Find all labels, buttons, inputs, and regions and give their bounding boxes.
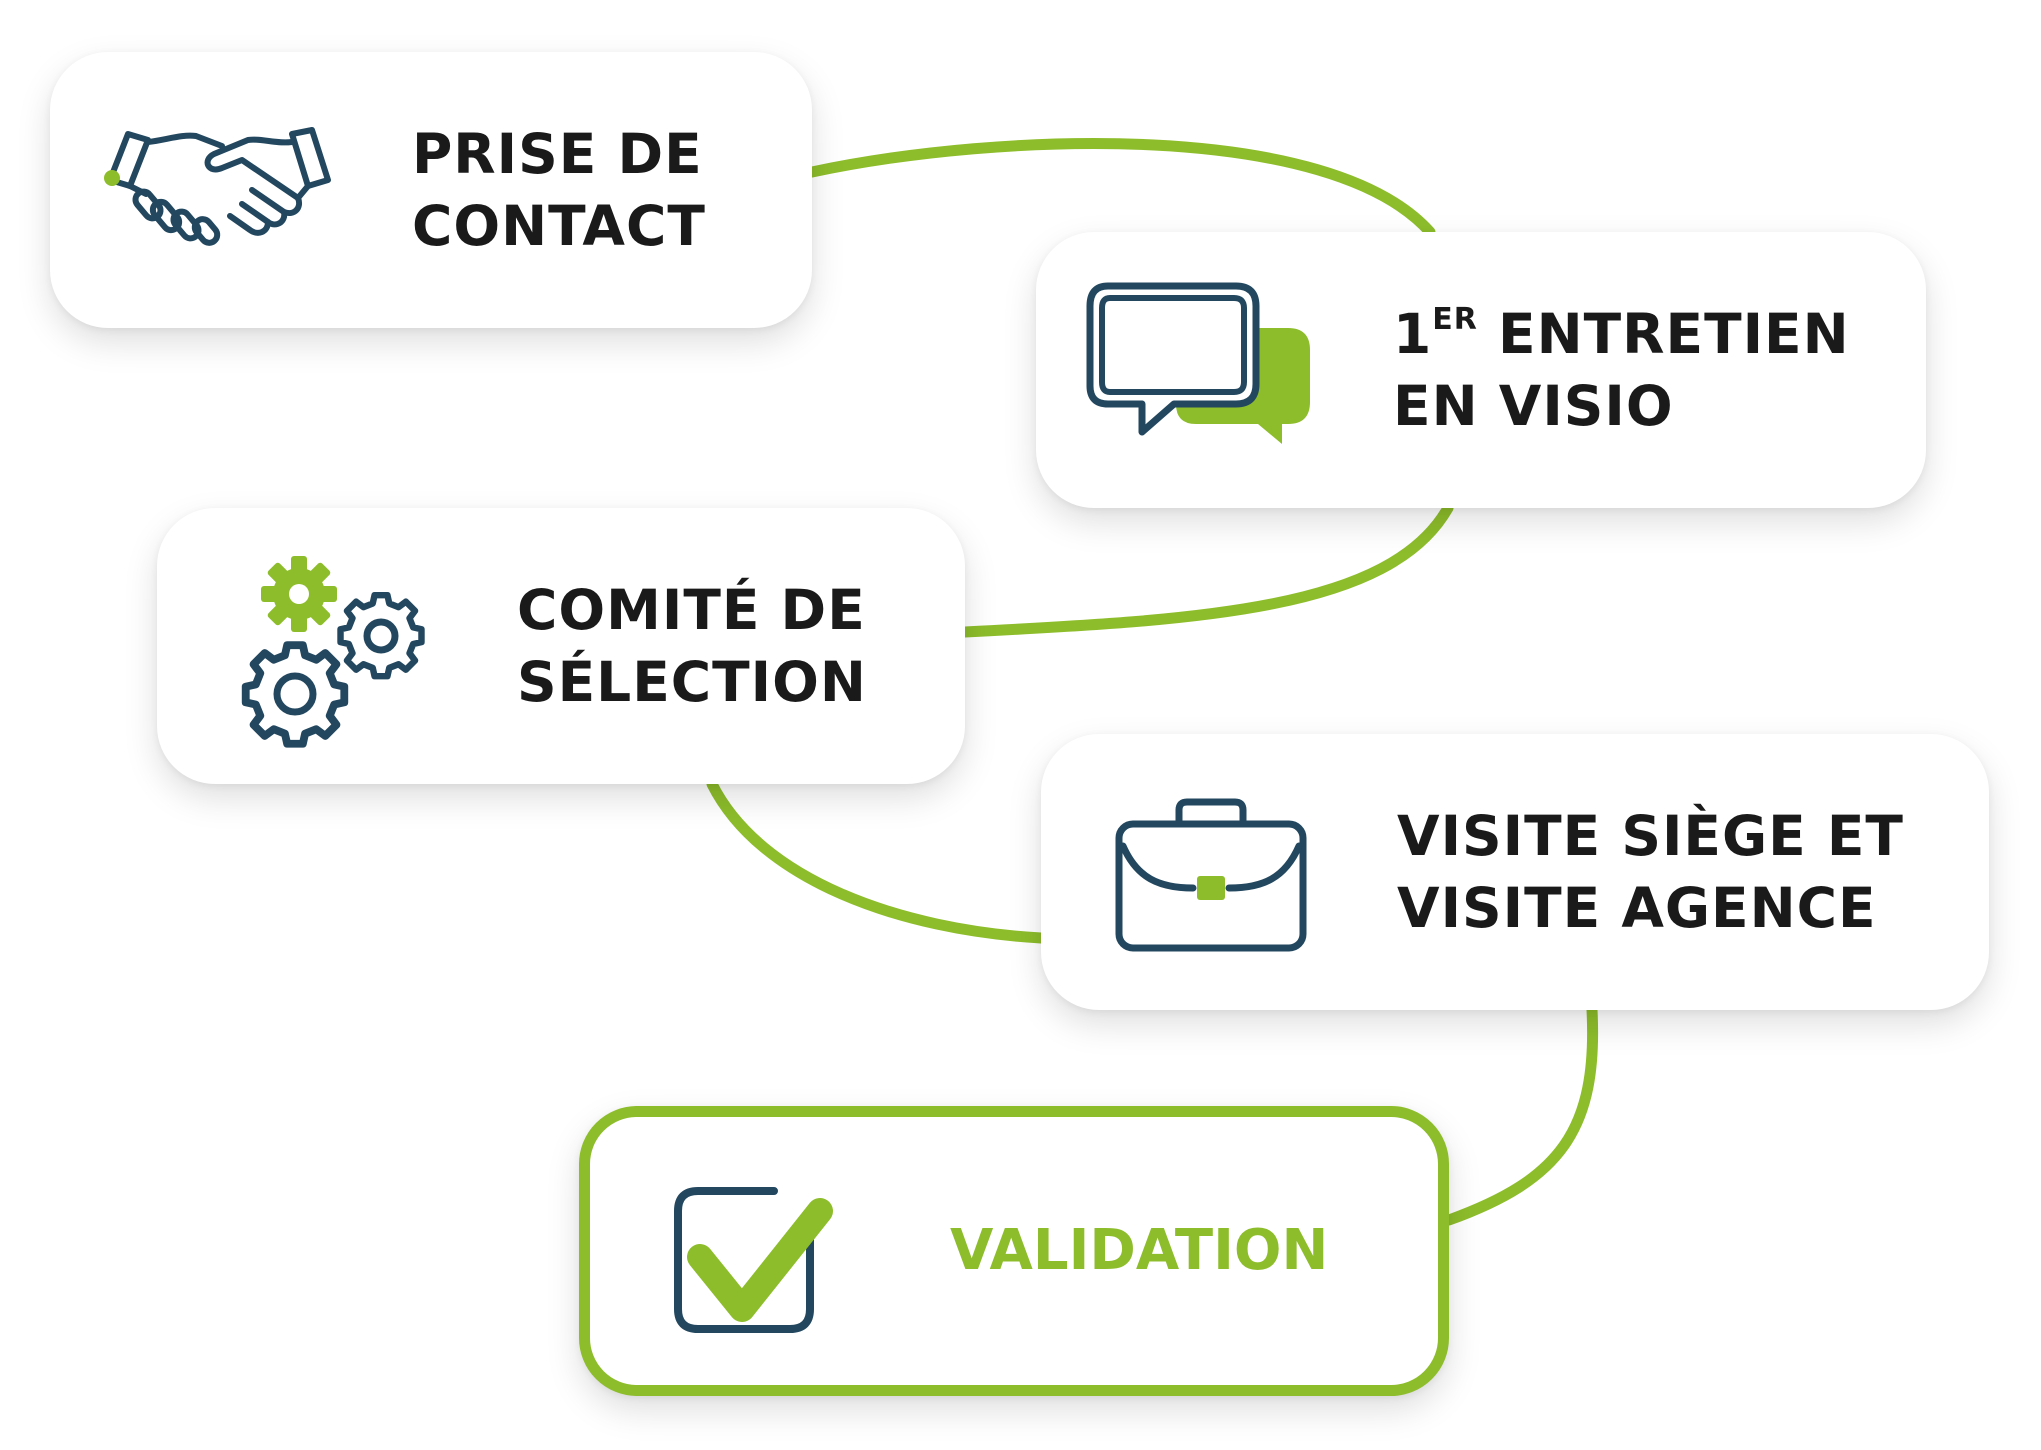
handshake-icon [104,127,331,246]
connector-4-5 [1443,1004,1599,1226]
connector-1-2 [806,138,1436,238]
connector-3-4 [706,778,1047,944]
step-card-entretien-visio: 1ER ENTRETIEN EN VISIO [1036,232,1926,508]
step-label-line1: VALIDATION [950,1218,1329,1283]
step-label: VALIDATION [950,1117,1328,1385]
step-label-line2: VISITE AGENCE [1397,876,1877,940]
ordinal-number: 1 [1393,302,1433,366]
step-label-line1: 1ER ENTRETIEN [1393,298,1850,370]
step-label-line1-rest: ENTRETIEN [1477,302,1850,366]
step-label-line2: EN VISIO [1393,374,1674,438]
step-card-visite-siege-agence: VISITE SIÈGE ET VISITE AGENCE [1041,734,1989,1010]
step-card-comite-de-selection: COMITÉ DE SÉLECTION [157,508,965,784]
step-label-line1: PRISE DE [412,122,703,186]
ordinal-suffix: ER [1432,302,1478,337]
step-label-line2: CONTACT [412,194,706,258]
step-label-line1: VISITE SIÈGE ET [1397,804,1904,868]
step-card-validation: VALIDATION [579,1106,1449,1396]
step-card-prise-de-contact: PRISE DE CONTACT [50,52,812,328]
speech-bubbles-icon [1086,282,1310,444]
step-label-line1: COMITÉ DE [517,578,866,642]
step-label-line2: SÉLECTION [517,650,867,714]
connector-2-3 [959,502,1454,638]
checkbox-checked-icon [674,1187,833,1333]
step-label: 1ER ENTRETIEN EN VISIO [1393,232,1850,508]
gears-icon [241,556,425,748]
step-label: VISITE SIÈGE ET VISITE AGENCE [1397,734,1904,1010]
briefcase-icon [1115,798,1307,952]
step-label: COMITÉ DE SÉLECTION [517,508,867,784]
step-label: PRISE DE CONTACT [412,52,706,328]
